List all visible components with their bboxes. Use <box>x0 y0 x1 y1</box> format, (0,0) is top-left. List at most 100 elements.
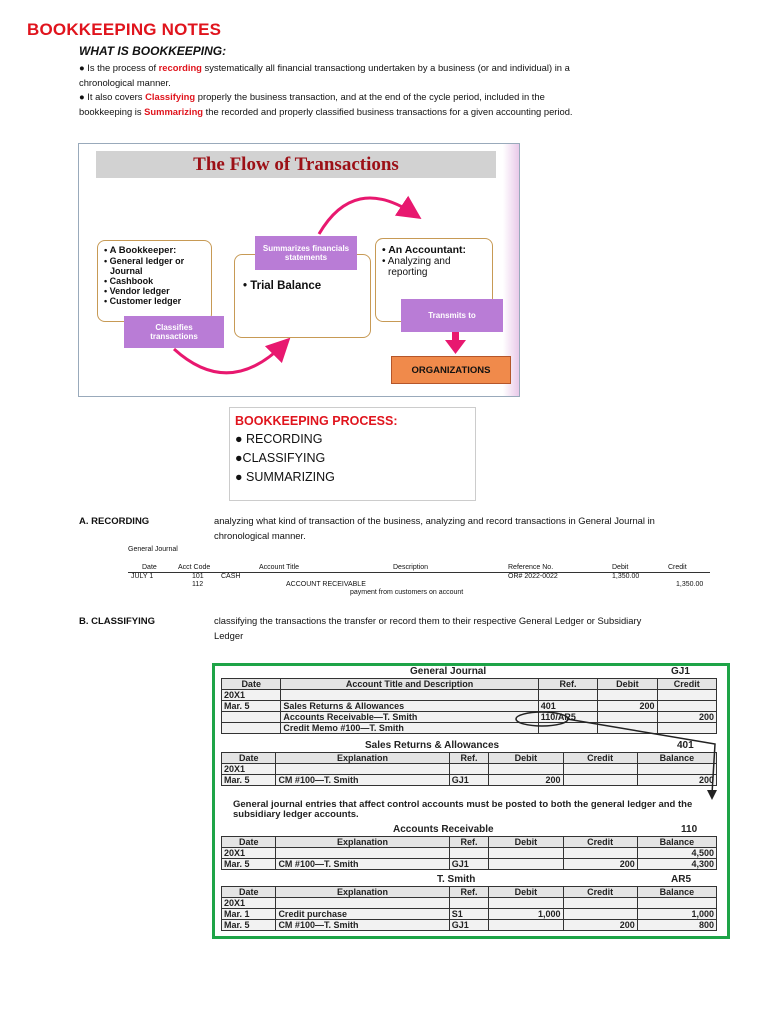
ledger-sra-code: 401 <box>677 740 694 751</box>
ledger-cell: 200 <box>562 858 638 870</box>
ledger-cell <box>562 774 638 786</box>
gj-header-acct-code: Acct Code <box>178 564 211 571</box>
ledger-cell <box>656 722 718 734</box>
ledger-cell: 20X1 <box>220 689 282 701</box>
posting-arrow <box>515 711 717 800</box>
gj-header-date: Date <box>142 564 157 571</box>
ledger-cell: Mar. 5 <box>220 919 277 931</box>
flow-banner: The Flow of Transactions <box>96 151 496 178</box>
trial-balance-label: • Trial Balance <box>243 280 322 292</box>
gj-header-account-title: Account Title <box>259 564 300 571</box>
ledger-cell: CM #100—T. Smith <box>275 774 450 786</box>
gj-row2-code: 112 <box>192 581 204 588</box>
gj-row1-date: JULY 1 <box>131 573 154 580</box>
process-item-summarizing: ● SUMMARIZING <box>235 470 335 484</box>
transmits-pill: Transmits to <box>401 299 503 332</box>
bookkeeper-line: • A Bookkeeper: <box>104 245 177 256</box>
table-row: Credit Memo #100—T. Smith <box>220 722 718 734</box>
accountant-line: • Analyzing and <box>382 256 451 267</box>
gj-row2-title: ACCOUNT RECEIVABLE <box>286 581 366 588</box>
ledger-note: General journal entries that affect cont… <box>233 799 693 820</box>
table-row: 20X1 <box>220 897 718 909</box>
intro-text: systematically all financial transaction… <box>79 62 570 88</box>
gj-header-reference: Reference No. <box>508 564 554 571</box>
accountant-line: • An Accountant: <box>382 244 466 256</box>
ledger-cell: 200 <box>636 774 718 786</box>
gj-header-description: Description <box>393 564 429 571</box>
arrow-down-head <box>445 340 466 354</box>
bookkeeper-line: • Vendor ledger <box>104 286 170 296</box>
process-item-recording: ● RECORDING <box>235 432 323 446</box>
arrow-trial-to-accountant <box>317 195 422 235</box>
process-box: BOOKKEEPING PROCESS: ● RECORDING ●CLASSI… <box>229 407 476 501</box>
ledger-cell: 800 <box>636 919 718 931</box>
intro-text: the recorded and properly classified bus… <box>203 105 573 117</box>
gj-sample-title: General Journal <box>128 546 178 553</box>
ledger-cell: 4,300 <box>636 858 718 870</box>
arrow-bookkeeper-to-trial <box>172 337 291 375</box>
ledger-cell: Mar. 5 <box>220 858 277 870</box>
accountant-line: reporting <box>388 267 428 278</box>
ledger-ts-code: AR5 <box>671 874 692 885</box>
gj-row1-ref: OR# 2022-0022 <box>508 573 558 580</box>
gj-row1-debit: 1,350.00 <box>612 573 640 580</box>
organizations-box: ORGANIZATIONS <box>391 356 511 384</box>
ledger-cell: Mar. 1 <box>220 908 277 920</box>
keyword-summarizing: Summarizing <box>144 105 204 117</box>
bookkeeper-line: • General ledger or <box>104 256 185 266</box>
ledger-cell: Credit Memo #100—T. Smith <box>280 722 539 734</box>
keyword-classifying: Classifying <box>145 91 196 102</box>
gj-row1-code: 101 <box>192 573 204 580</box>
intro-text: ● Is the process of <box>79 62 159 73</box>
recording-description: analyzing what kind of transaction of th… <box>214 515 655 541</box>
gj-row2-credit: 1,350.00 <box>676 581 704 588</box>
bookkeeper-line: • Cashbook <box>104 276 154 286</box>
flow-diagram: The Flow of Transactions • A Bookkeeper:… <box>78 143 520 397</box>
gj-header-credit: Credit <box>668 564 687 571</box>
ledger-gj-title: General Journal <box>410 666 487 677</box>
ledger-cell: Mar. 5 <box>220 774 277 786</box>
ledger-gj-code: GJ1 <box>671 666 690 677</box>
ledger-cell: CM #100—T. Smith <box>275 919 450 931</box>
recording-label: A. RECORDING <box>79 516 150 527</box>
ledger-cell: 200 <box>562 919 638 931</box>
intro-paragraph-1: ● Is the process of recording systematic… <box>79 61 579 90</box>
flow-arrows <box>172 195 466 375</box>
flow-gradient <box>503 144 519 396</box>
ledger-sra-title: Sales Returns & Allowances <box>365 740 500 751</box>
arrow-down-shaft <box>452 330 459 340</box>
gj-row3-desc: payment from customers on account <box>350 589 464 596</box>
bookkeeper-line: Journal <box>110 266 143 276</box>
summarizes-pill: Summarizes financials statements <box>255 236 357 270</box>
intro-paragraph-2: ● It also covers Classifying properly th… <box>79 90 579 119</box>
classifying-description: classifying the transactions the transfe… <box>214 615 642 641</box>
ledger-cell: 200 <box>488 774 564 786</box>
general-journal-sample: General Journal Date Acct Code Account T… <box>128 546 718 598</box>
gj-row1-title: CASH <box>221 573 241 580</box>
ledger-cell: GJ1 <box>448 858 490 870</box>
ledger-cell <box>220 722 282 734</box>
process-item-classifying: ●CLASSIFYING <box>235 451 326 465</box>
process-title: BOOKKEEPING PROCESS: <box>235 414 398 428</box>
intro-text: properly the business transaction, and a… <box>79 91 545 117</box>
ledger-cell: 1,000 <box>636 908 718 920</box>
ledger-ts-title: T. Smith <box>437 874 476 885</box>
gj-header-debit: Debit <box>612 564 629 571</box>
ledger-header-cell: Credit <box>656 678 718 690</box>
section-subtitle: WHAT IS BOOKKEEPING: <box>79 44 227 58</box>
ledger-ar-title: Accounts Receivable <box>393 824 494 835</box>
classifies-pill: Classifies transactions <box>124 316 224 348</box>
ledger-cell: CM #100—T. Smith <box>275 858 450 870</box>
table-row: 20X1 <box>220 763 718 775</box>
